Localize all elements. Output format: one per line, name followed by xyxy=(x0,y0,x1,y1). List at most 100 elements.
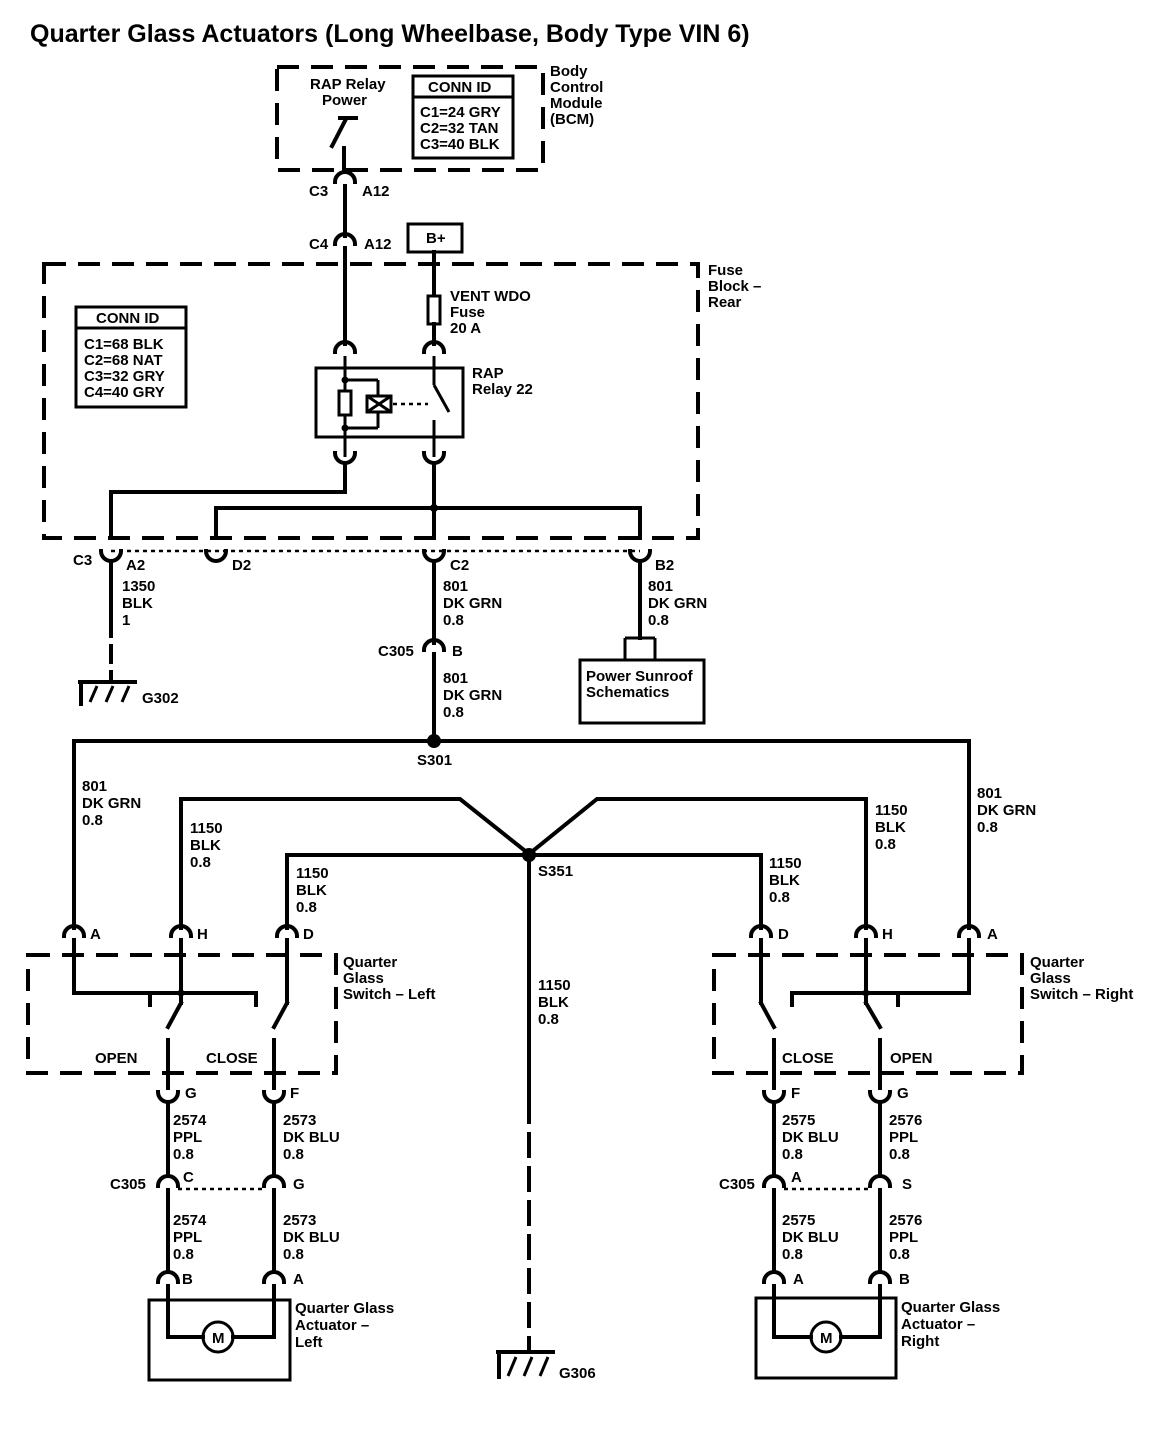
wire-1150-ld-line1: 1150 xyxy=(296,865,329,882)
splice-s301-label: S301 xyxy=(417,752,452,769)
bcm-switch-symbol xyxy=(329,116,358,174)
connector-c4-a12 xyxy=(332,232,358,346)
wire-2574-a-line2: PPL xyxy=(173,1129,202,1146)
sunroof-label-1: Power Sunroof xyxy=(586,668,694,685)
wire-2575-b-line2: DK BLU xyxy=(782,1229,839,1246)
wire-2573-b-line3: 0.8 xyxy=(283,1246,304,1263)
relay-label-2: Relay 22 xyxy=(472,381,533,398)
fuse-block-conn-id-table: CONN ID C1=68 BLK C2=68 NAT C3=32 GRY C4… xyxy=(74,305,188,409)
fuse-block-conn-id-title: CONN ID xyxy=(96,310,160,327)
actuator-right xyxy=(754,1270,898,1380)
switch-right-top-connectors xyxy=(748,924,982,939)
fuse-block-out-a2: A2 xyxy=(126,557,145,574)
switch-left-pin-a: A xyxy=(90,926,101,943)
actuator-right-name-1: Quarter Glass xyxy=(901,1299,1000,1316)
wire-2576-a-line2: PPL xyxy=(889,1129,918,1146)
switch-left-bottom-connectors xyxy=(155,1089,287,1104)
wire-1150-lh-line3: 0.8 xyxy=(190,854,211,871)
switch-right-pin-a: A xyxy=(987,926,998,943)
splice-s301 xyxy=(427,734,441,748)
actuator-left xyxy=(147,1270,292,1382)
wire-2573-b-line1: 2573 xyxy=(283,1212,316,1229)
wire-801-c305-line2: DK GRN xyxy=(443,687,502,704)
wire-801-left-line1: 801 xyxy=(82,778,107,795)
connector-c4-pin: A12 xyxy=(364,236,392,253)
sunroof-label-2: Schematics xyxy=(586,684,669,701)
actuator-right-name-3: Right xyxy=(901,1333,939,1350)
wire-2575-a-line2: DK BLU xyxy=(782,1129,839,1146)
ground-g306-symbol xyxy=(496,1350,555,1379)
switch-left-pin-h: H xyxy=(197,926,208,943)
wire-1350-line3: 1 xyxy=(122,612,130,629)
wire-801-b2-line1: 801 xyxy=(648,578,673,595)
splice-s351-label: S351 xyxy=(538,863,573,880)
fuse-block-conn-id-3: C3=32 GRY xyxy=(84,368,165,385)
bcm-conn-id-table: CONN ID C1=24 GRY C2=32 TAN C3=40 BLK xyxy=(411,74,515,160)
switch-right-name-3: Switch – Right xyxy=(1030,986,1133,1003)
switch-right-pin-h: H xyxy=(882,926,893,943)
wire-1150-rh-line3: 0.8 xyxy=(875,836,896,853)
connector-c305-right-pin-a: A xyxy=(791,1169,802,1186)
battery-box xyxy=(406,222,464,254)
wire-2573-b-line2: DK BLU xyxy=(283,1229,340,1246)
wire-801-c2-line3: 0.8 xyxy=(443,612,464,629)
wire-801-c2-line1: 801 xyxy=(443,578,468,595)
sunroof-reference[interactable] xyxy=(578,636,706,725)
rap-relay-22 xyxy=(314,340,465,465)
wire-1150-g-line1: 1150 xyxy=(538,977,571,994)
switch-left-name-3: Switch – Left xyxy=(343,986,436,1003)
battery-label: B+ xyxy=(426,230,446,247)
connector-c305-left xyxy=(155,1174,287,1191)
wire-2573-a-line2: DK BLU xyxy=(283,1129,340,1146)
bcm-conn-id-1: C1=24 GRY xyxy=(420,104,501,121)
bcm-outline xyxy=(275,65,545,172)
vent-wdo-fuse xyxy=(426,294,442,326)
wire-2575-b-line3: 0.8 xyxy=(782,1246,803,1263)
actuator-right-name-2: Actuator – xyxy=(901,1316,975,1333)
wire-1150-rd-line2: BLK xyxy=(769,872,800,889)
fuse-block-conn-id-4: C4=40 GRY xyxy=(84,384,165,401)
fuse-block-output-connectors xyxy=(98,548,653,563)
bcm-conn-id-title: CONN ID xyxy=(428,79,492,96)
wire-801-left-line2: DK GRN xyxy=(82,795,141,812)
wire-1150-g-line3: 0.8 xyxy=(538,1011,559,1028)
connector-c305-left-name: C305 xyxy=(110,1176,146,1193)
ground-g302-label: G302 xyxy=(142,690,179,707)
wire-1150-rd-line3: 0.8 xyxy=(769,889,790,906)
wire-2575-b-line1: 2575 xyxy=(782,1212,815,1229)
wire-801-b2-line3: 0.8 xyxy=(648,612,669,629)
fuse-block-out-b2: B2 xyxy=(655,557,674,574)
switch-right-pin-d: D xyxy=(778,926,789,943)
switch-right-name-2: Glass xyxy=(1030,970,1071,987)
bcm-name-4: (BCM) xyxy=(550,111,594,128)
wire-1150-lh-line2: BLK xyxy=(190,837,221,854)
switch-right-pin-f: F xyxy=(791,1085,800,1102)
wire-2574-b-line1: 2574 xyxy=(173,1212,207,1229)
wire-1350-line2: BLK xyxy=(122,595,153,612)
bcm-relay-label-2: Power xyxy=(322,92,367,109)
actuator-left-pin-a: A xyxy=(293,1271,304,1288)
actuator-left-motor: M xyxy=(212,1330,225,1347)
fuse-block-wiring xyxy=(109,461,642,540)
wire-2573-a-line3: 0.8 xyxy=(283,1146,304,1163)
switch-left-pin-g: G xyxy=(185,1085,197,1102)
switch-right-close: CLOSE xyxy=(782,1050,834,1067)
switch-left-top-connectors xyxy=(61,924,300,939)
connector-c305-right-name: C305 xyxy=(719,1176,755,1193)
actuator-right-motor: M xyxy=(820,1330,833,1347)
wire-2575-a-line1: 2575 xyxy=(782,1112,815,1129)
switch-right-bottom-connectors xyxy=(761,1089,893,1104)
wire-2574-a-line3: 0.8 xyxy=(173,1146,194,1163)
bcm-name-2: Control xyxy=(550,79,603,96)
actuator-right-pin-a: A xyxy=(793,1271,804,1288)
wire-2574-b-line3: 0.8 xyxy=(173,1246,194,1263)
wire-2574-b-line2: PPL xyxy=(173,1229,202,1246)
wire-2576-b-line2: PPL xyxy=(889,1229,918,1246)
switch-left-contacts xyxy=(72,938,290,1090)
actuator-right-pin-b: B xyxy=(899,1271,910,1288)
connector-c305-mid-name: C305 xyxy=(378,643,414,660)
fuse-block-out-d2: D2 xyxy=(232,557,251,574)
wire-2575-a-line3: 0.8 xyxy=(782,1146,803,1163)
actuator-left-name-3: Left xyxy=(295,1334,323,1351)
